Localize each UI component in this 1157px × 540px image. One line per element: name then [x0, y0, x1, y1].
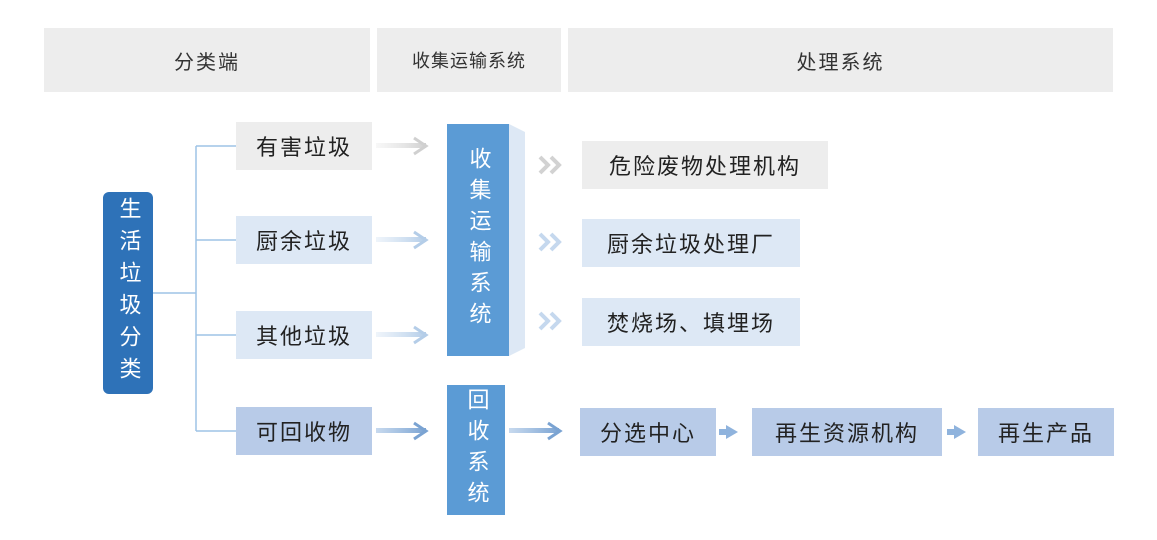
treatment-sorting-center: 分选中心: [580, 408, 716, 456]
arrow-sorting-renewable: [726, 425, 738, 439]
treatment-renewable-products: 再生产品: [978, 408, 1114, 456]
header-treatment: 处理系统: [568, 28, 1113, 92]
category-hazardous: 有害垃圾: [236, 122, 372, 170]
category-other: 其他垃圾: [236, 311, 372, 359]
chevrons-other: [538, 311, 562, 331]
chevrons-hazardous: [538, 155, 562, 175]
treatment-hazardous-facility: 危险废物处理机构: [582, 141, 828, 189]
category-arrows: [376, 136, 429, 441]
category-kitchen: 厨余垃圾: [236, 216, 372, 264]
treatment-kitchen-plant: 厨余垃圾处理厂: [582, 219, 800, 267]
collection-transport-system: 收集运输系统: [447, 124, 509, 356]
header-classification: 分类端: [44, 28, 370, 92]
recycle-arrow: [509, 421, 563, 441]
arrow-renewable-product: [954, 425, 966, 439]
category-recyclable: 可回收物: [236, 407, 372, 455]
recycling-system: 回收系统: [447, 385, 505, 515]
root-household-waste: 生活垃圾分类: [103, 192, 153, 394]
treatment-renewable-resources: 再生资源机构: [752, 408, 942, 456]
root-label: 生活垃圾分类: [115, 197, 141, 389]
root-bracket: [153, 145, 236, 432]
treatment-incineration-landfill: 焚烧场、填埋场: [582, 298, 800, 346]
collection-box-side: [509, 124, 525, 356]
chevrons-kitchen: [538, 232, 562, 252]
recycling-system-label: 回收系统: [463, 388, 489, 512]
collection-transport-label: 收集运输系统: [465, 147, 491, 333]
header-collection-transport: 收集运输系统: [377, 28, 561, 92]
